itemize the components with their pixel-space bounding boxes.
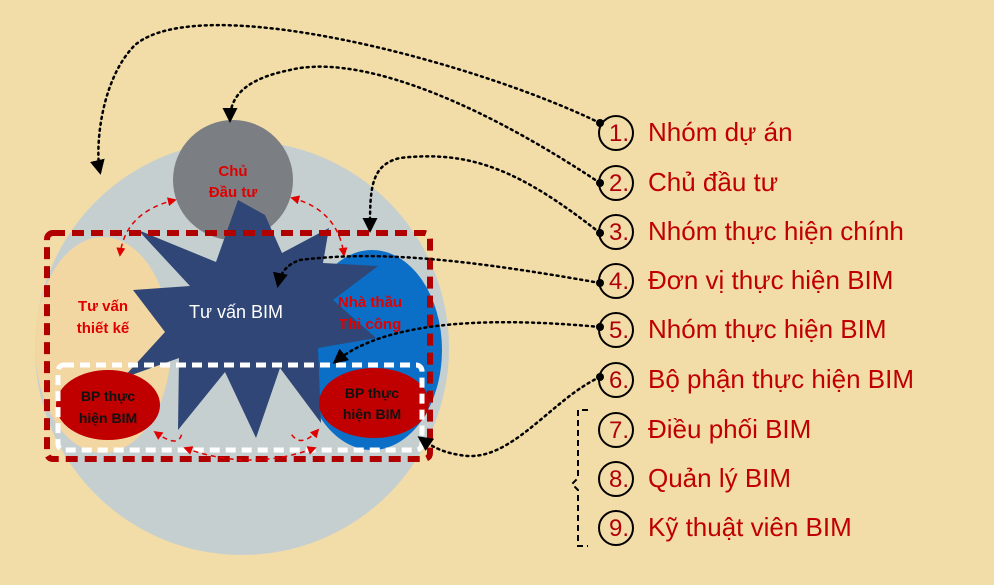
leader-5 [332,320,602,364]
legend-num-7: 7. [609,417,629,444]
legend-num-circle-4 [598,263,634,299]
bp-right-label-2: hiện BIM [343,406,401,422]
design-consultant-label: Tư vấn [78,298,128,315]
design-consultant-label-2: thiết kế [77,320,130,337]
legend-num-4: 4. [609,268,629,295]
relationship-arrows [116,195,348,461]
legend-num-3: 3. [609,219,629,246]
legend: 1. Nhóm dự án 2. Chủ đầu tư 3. Nhóm thực… [598,115,914,546]
owner-label: Chủ [218,163,247,180]
owner-circle [173,120,293,240]
arrow-bp-right [289,428,320,442]
bp-right-label: BP thực [345,385,399,401]
leader-4 [273,254,602,288]
legend-label-3: Nhóm thực hiện chính [648,216,904,246]
leader-6 [417,375,602,458]
arrow-owner-contractor [290,195,348,257]
leader-lines [90,23,602,458]
arrow-bp-left [153,430,183,442]
legend-label-8: Quản lý BIM [648,463,791,493]
arrow-owner-design [116,197,177,257]
legend-label-7: Điều phối BIM [648,414,811,444]
legend-num-2: 2. [609,170,629,197]
legend-num-circle-5 [598,312,634,348]
legend-label-9: Kỹ thuật viên BIM [648,512,852,542]
legend-num-6: 6. [609,367,629,394]
leader-2 [222,65,602,185]
legend-label-6: Bộ phận thực hiện BIM [648,364,914,394]
legend-num-circle-7 [598,412,634,448]
legend-num-9: 9. [609,515,629,542]
group-brace [570,409,588,547]
leader-3 [362,155,602,235]
bp-left-shape [56,370,160,440]
legend-num-circle-6 [598,362,634,398]
bp-left-label-2: hiện BIM [79,410,137,426]
legend-label-4: Đơn vị thực hiện BIM [648,265,893,295]
bim-consultant-label: Tư vấn BIM [189,302,283,322]
contractor-label-2: Thi công [339,316,402,333]
leader-1 [90,23,602,175]
legend-num-circle-1 [598,115,634,151]
legend-num-8: 8. [609,466,629,493]
legend-num-1: 1. [609,120,629,147]
owner-label-2: Đầu tư [209,184,258,201]
legend-label-1: Nhóm dự án [648,117,793,147]
legend-num-circle-8 [598,461,634,497]
bp-left-label: BP thực [81,388,135,404]
legend-num-5: 5. [609,317,629,344]
bp-right-shape [319,368,429,438]
bim-implementation-frame [55,362,425,453]
legend-num-circle-9 [598,510,634,546]
legend-num-circle-2 [598,165,634,201]
legend-label-5: Nhóm thực hiện BIM [648,314,887,344]
legend-num-circle-3 [598,214,634,250]
contractor-label: Nhà thầu [338,294,402,311]
arrow-bp-bottom [183,446,317,461]
legend-label-2: Chủ đầu tư [648,167,778,197]
